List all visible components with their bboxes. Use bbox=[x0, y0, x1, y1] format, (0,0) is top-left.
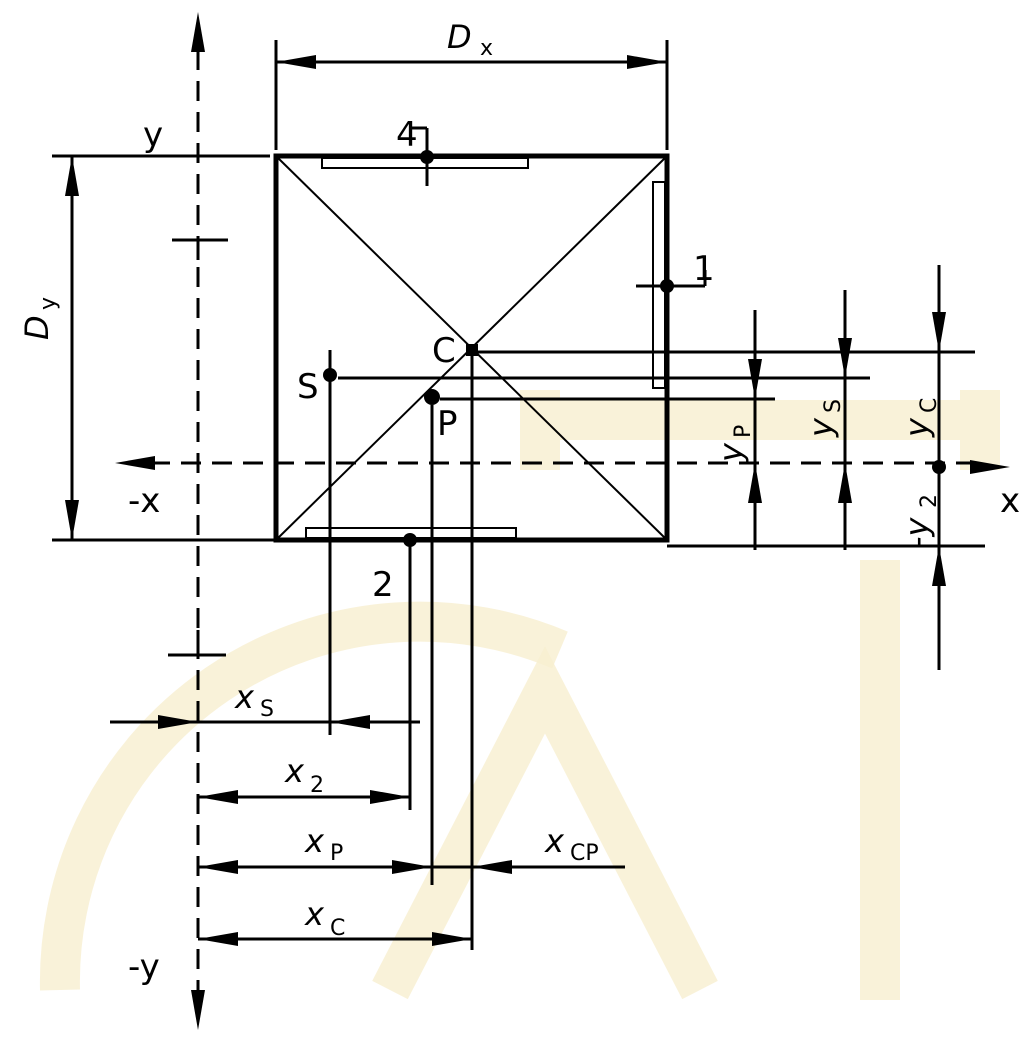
watermark bbox=[39, 390, 1000, 1000]
axis-x-label: x bbox=[1000, 481, 1020, 521]
dx-label-sub: x bbox=[480, 36, 493, 61]
yp-label-sub: P bbox=[731, 425, 756, 438]
xs-dimension bbox=[110, 715, 420, 729]
x2-label: x bbox=[284, 752, 305, 790]
xp-xcp-dimension bbox=[198, 860, 625, 874]
y-extension-lines bbox=[338, 350, 985, 548]
axis-y-label: y bbox=[143, 115, 163, 155]
point-2-label: 2 bbox=[372, 565, 394, 605]
yp-dimension bbox=[748, 310, 762, 550]
xcp-label: x bbox=[544, 822, 565, 860]
xc-label-sub: C bbox=[330, 916, 345, 941]
xc-dimension bbox=[198, 932, 472, 946]
x2-label-sub: 2 bbox=[310, 773, 324, 798]
yc-label-sub: C bbox=[917, 398, 942, 413]
xp-label: x bbox=[304, 822, 325, 860]
xs-label: x bbox=[234, 678, 255, 716]
dx-dimension bbox=[274, 40, 669, 150]
y-axis bbox=[168, 12, 228, 1030]
xcp-label-sub: CP bbox=[570, 841, 599, 866]
axis-neg-y-label: -y bbox=[128, 947, 160, 987]
point-p-label: P bbox=[437, 404, 458, 444]
xp-label-sub: P bbox=[330, 841, 343, 866]
point-c-label: C bbox=[432, 331, 456, 371]
dx-label: D bbox=[447, 18, 472, 56]
dy-dimension bbox=[52, 154, 290, 542]
point-1-label: 1 bbox=[693, 249, 715, 289]
xs-label-sub: S bbox=[260, 697, 274, 722]
dy-label-sub: y bbox=[36, 297, 61, 310]
points bbox=[323, 126, 707, 547]
ys-label-sub: S bbox=[821, 399, 846, 413]
axis-neg-x-label: -x bbox=[128, 481, 160, 521]
text-labels: D x D y y -y -x x 4 1 C S P 2 x S x 2 x … bbox=[18, 18, 1020, 987]
xc-label: x bbox=[304, 895, 325, 933]
ys-dimension bbox=[838, 290, 852, 550]
x-axis bbox=[115, 456, 1010, 474]
x2-dimension bbox=[198, 790, 410, 804]
dy-label: D bbox=[18, 315, 56, 340]
point-4-label: 4 bbox=[396, 115, 418, 155]
x-extension-lines bbox=[328, 350, 474, 950]
y2-label-sub: 2 bbox=[917, 494, 942, 508]
point-s-label: S bbox=[297, 367, 319, 407]
yc-label: y bbox=[898, 417, 936, 438]
ys-label: y bbox=[802, 417, 840, 438]
y2-label: -y bbox=[898, 516, 936, 548]
yc-y2-dimension bbox=[932, 265, 946, 670]
yp-label: y bbox=[712, 442, 750, 463]
point-c-marker bbox=[466, 344, 478, 356]
